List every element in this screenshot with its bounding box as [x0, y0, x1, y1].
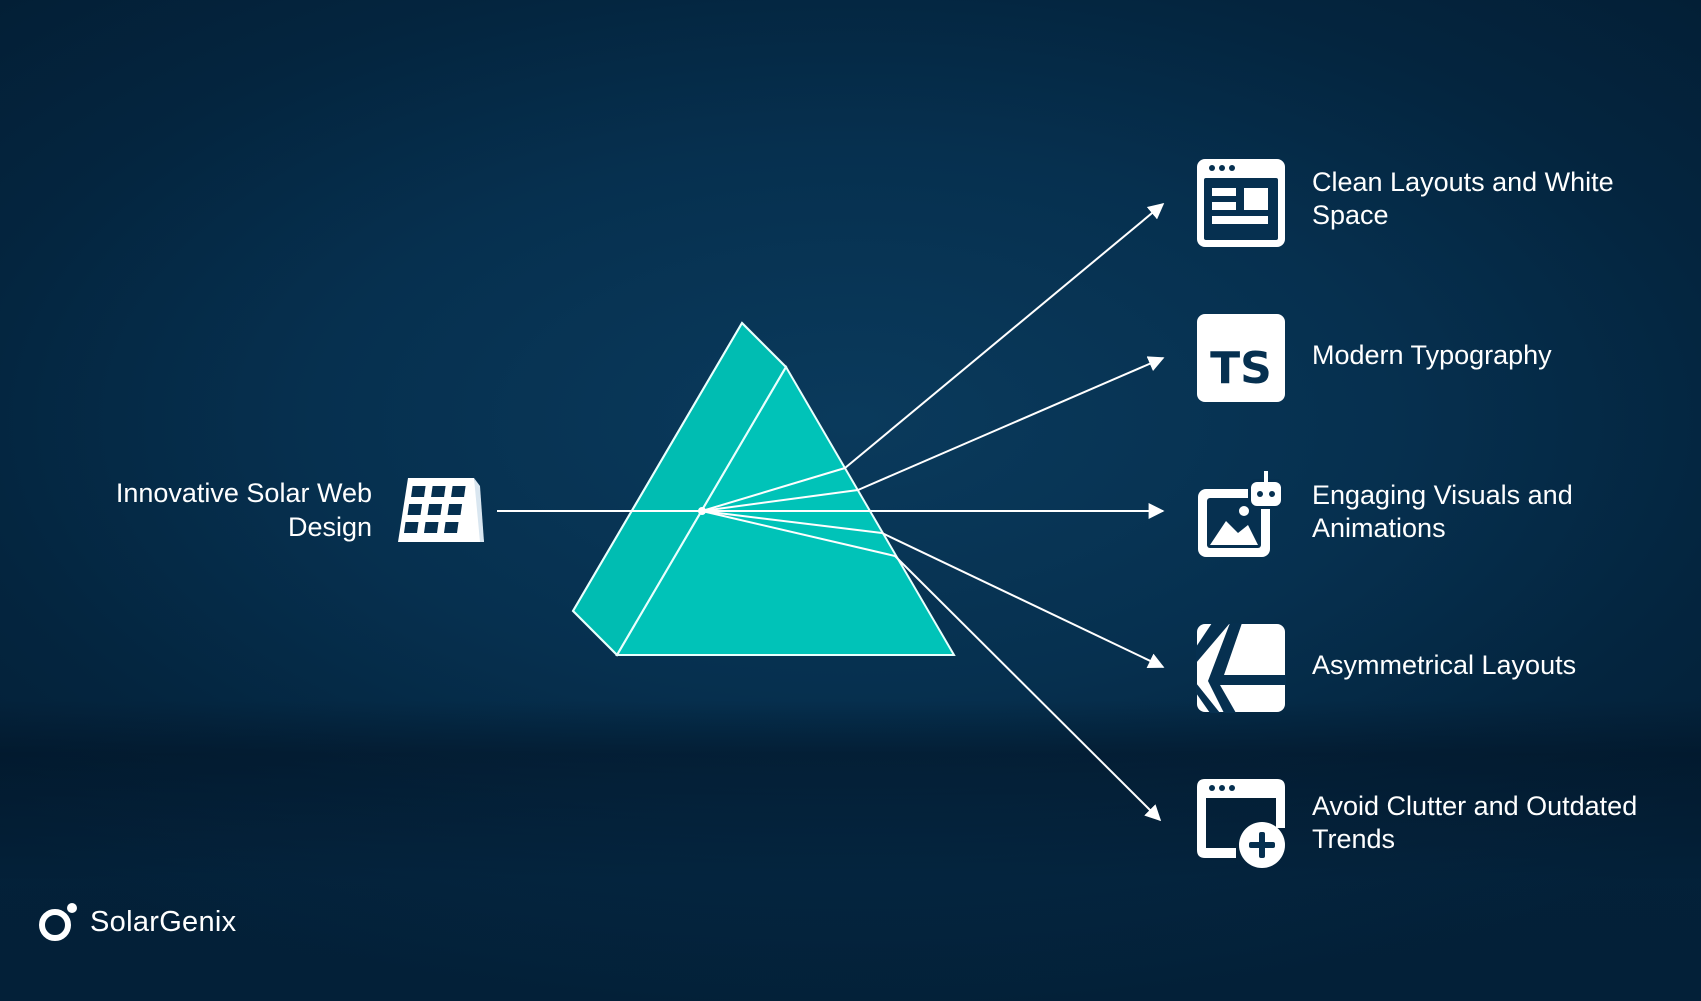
brand-logo: SolarGenix	[36, 900, 236, 944]
output-item-avoid-clutter: Avoid Clutter and Outdated Trends	[1196, 778, 1666, 868]
output-label: Modern Typography	[1312, 340, 1552, 370]
brand-name: SolarGenix	[90, 905, 237, 938]
arrow-5	[894, 555, 1162, 822]
solargenix-logo-icon	[39, 903, 77, 941]
prism-top-edge	[571, 321, 788, 657]
browser-add-icon	[1197, 779, 1285, 868]
prism	[571, 321, 956, 657]
output-label: Clean Layouts and White Space	[1312, 167, 1614, 230]
browser-layout-icon	[1197, 159, 1285, 247]
output-item-modern-typography: TS Modern Typography	[1196, 313, 1666, 403]
image-robot-icon	[1198, 471, 1284, 557]
arrow-2	[857, 356, 1165, 491]
output-arrows	[844, 202, 1165, 822]
output-label: Asymmetrical Layouts	[1312, 650, 1577, 680]
entry-point	[698, 507, 706, 515]
svg-text:TS: TS	[1210, 343, 1272, 394]
ts-typography-icon: TS	[1197, 314, 1285, 402]
source-label: Innovative Solar Web Design	[115, 478, 372, 542]
solar-panel-icon	[398, 478, 484, 542]
output-item-asymmetrical-layouts: Asymmetrical Layouts	[1196, 623, 1666, 713]
output-label: Avoid Clutter and Outdated Trends	[1312, 791, 1638, 854]
floor-shadow	[0, 700, 1701, 1001]
output-label: Engaging Visuals and Animations	[1312, 480, 1573, 543]
output-item-engaging-visuals: Engaging Visuals and Animations	[1196, 469, 1666, 559]
arrow-4	[881, 532, 1165, 669]
arrow-1	[844, 202, 1165, 469]
asymmetric-layout-icon	[1196, 623, 1286, 713]
refracted-rays	[701, 467, 896, 557]
output-item-clean-layouts: Clean Layouts and White Space	[1196, 158, 1666, 248]
